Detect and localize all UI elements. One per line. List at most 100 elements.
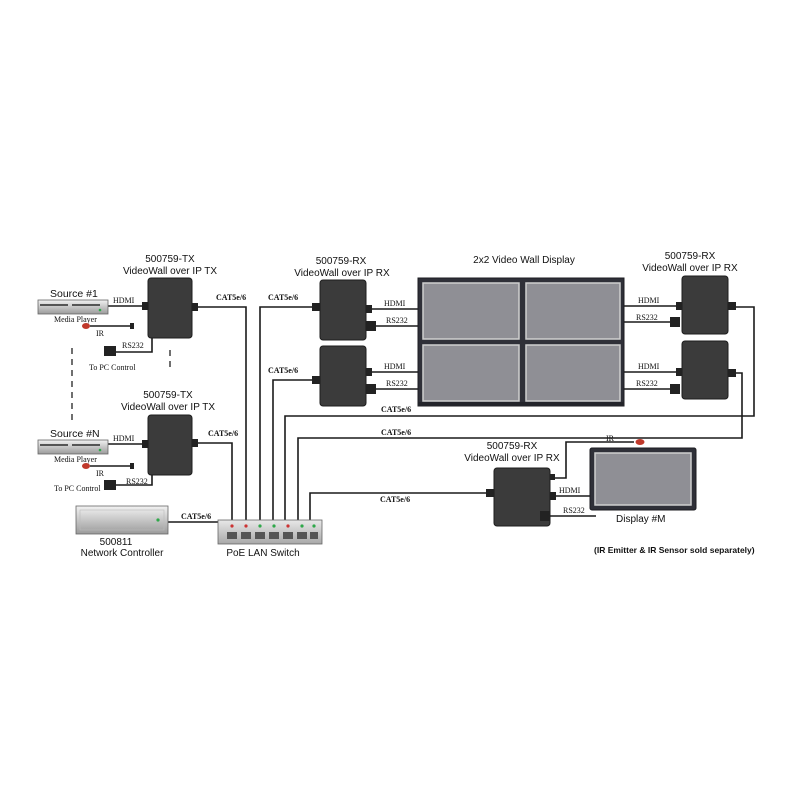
svg-text:CAT5e/6: CAT5e/6: [268, 293, 298, 302]
cable-tx1-rs232: [116, 338, 153, 353]
media-player-N: [37, 439, 109, 455]
port-icon: [192, 439, 198, 447]
svg-text:HDMI: HDMI: [384, 299, 406, 308]
video-wall-title: 2x2 Video Wall Display: [473, 255, 575, 266]
tx-N-box: [147, 414, 193, 476]
rx-2-box: [319, 345, 367, 407]
svg-text:RS232: RS232: [563, 506, 585, 515]
rx-top-model: 500759-RX: [316, 256, 367, 267]
svg-text:CAT5e/6: CAT5e/6: [208, 429, 238, 438]
port-icon: [104, 480, 116, 490]
rx-right-model: 500759-RX: [665, 251, 716, 262]
port-icon: [670, 384, 680, 394]
cable-rxm-switch: [309, 492, 494, 523]
port-icon: [728, 369, 736, 377]
port-icon: [676, 368, 682, 376]
tx-N-model: 500759-TX: [143, 390, 193, 401]
svg-text:RS232: RS232: [386, 316, 408, 325]
media-player-1: [37, 299, 109, 315]
cable-layer: [71, 305, 755, 523]
cat-label-rxm-run: CAT5e/6: [380, 495, 410, 504]
port-icon: [728, 302, 736, 310]
ir-emitter-tx1: IR: [82, 323, 105, 338]
wall-screen-3: [422, 344, 520, 402]
rx-m: 500759-RX VideoWall over IP RX HDMI RS23…: [464, 434, 645, 527]
source-1: Source #1 Media Player: [37, 288, 109, 324]
port-icon: [312, 303, 320, 311]
svg-text:To PC Control: To PC Control: [54, 484, 101, 493]
network-controller-box: [75, 505, 169, 535]
tx-N-desc: VideoWall over IP TX: [121, 402, 215, 413]
port-icon: [142, 302, 148, 310]
cat-label-upper-run: CAT5e/6: [381, 405, 411, 414]
media-player-1-label: Media Player: [54, 315, 97, 324]
tx-N: 500759-TX VideoWall over IP TX HDMI RS23…: [54, 390, 238, 493]
poe-lan-switch: PoE LAN Switch: [217, 519, 323, 559]
svg-text:HDMI: HDMI: [638, 296, 660, 305]
svg-text:RS232: RS232: [126, 477, 148, 486]
svg-text:HDMI: HDMI: [384, 362, 406, 371]
svg-text:RS232: RS232: [636, 313, 658, 322]
port-icon: [540, 511, 550, 521]
rx-right: 500759-RX VideoWall over IP RX HDMI RS23…: [636, 251, 738, 335]
port-icon: [104, 346, 116, 356]
footnote: (IR Emitter & IR Sensor sold separately): [594, 545, 755, 555]
controller-desc: Network Controller: [81, 548, 164, 559]
rx-right-2-box: [681, 340, 729, 400]
tx-1-model: 500759-TX: [145, 254, 195, 265]
media-player-N-label: Media Player: [54, 455, 97, 464]
rx-m-desc: VideoWall over IP RX: [464, 453, 560, 464]
source-N: Source #N Media Player: [37, 428, 109, 464]
cable-rx2-switch: [272, 379, 312, 523]
source-1-title: Source #1: [50, 288, 98, 300]
cable-rxm-ir: [549, 441, 634, 479]
svg-text:To PC Control: To PC Control: [89, 363, 136, 372]
rx-m-model: 500759-RX: [487, 441, 538, 452]
cable-txN-rs232: [116, 475, 153, 486]
tx-1-desc: VideoWall over IP TX: [123, 266, 217, 277]
tx-1: 500759-TX VideoWall over IP TX HDMI RS23…: [89, 254, 246, 372]
port-icon: [130, 323, 134, 329]
switch-ports: [227, 524, 318, 539]
rx-top-box: [319, 279, 367, 341]
svg-text:IR: IR: [606, 434, 615, 443]
cat-label-lower-run: CAT5e/6: [381, 428, 411, 437]
port-icon: [550, 492, 556, 500]
tx-1-box: [147, 277, 193, 339]
svg-text:CAT5e/6: CAT5e/6: [181, 512, 211, 521]
cable-tx1-switch: [198, 306, 247, 523]
svg-text:HDMI: HDMI: [113, 296, 135, 305]
wall-screen-1: [422, 282, 520, 340]
rx-top-desc: VideoWall over IP RX: [294, 268, 390, 279]
cable-rxright2-switch: [297, 372, 743, 523]
svg-text:RS232: RS232: [386, 379, 408, 388]
port-icon: [366, 384, 376, 394]
svg-text:HDMI: HDMI: [638, 362, 660, 371]
svg-text:IR: IR: [96, 329, 105, 338]
ir-emitter-icon: [82, 463, 90, 469]
port-icon: [366, 321, 376, 331]
cable-rxtop-switch: [259, 306, 312, 523]
rx-right-desc: VideoWall over IP RX: [642, 263, 738, 274]
display-m-screen: [594, 452, 692, 506]
network-controller: 500811 Network Controller CAT5e/6: [75, 505, 211, 559]
port-icon: [676, 302, 682, 310]
ir-emitter-txN: IR: [82, 463, 105, 478]
svg-text:CAT5e/6: CAT5e/6: [216, 293, 246, 302]
port-icon: [366, 305, 372, 313]
port-icon: [312, 376, 320, 384]
display-m: Display #M: [589, 447, 697, 525]
wall-screen-2: [525, 282, 621, 340]
rx-right-box: [681, 275, 729, 335]
svg-text:HDMI: HDMI: [113, 434, 135, 443]
rx-top: 500759-RX VideoWall over IP RX HDMI RS23…: [268, 256, 408, 341]
port-icon: [486, 489, 494, 497]
svg-text:RS232: RS232: [636, 379, 658, 388]
source-N-title: Source #N: [50, 428, 100, 440]
controller-model: 500811: [100, 537, 133, 548]
svg-text:IR: IR: [96, 469, 105, 478]
video-wall: 2x2 Video Wall Display: [417, 255, 625, 407]
svg-text:HDMI: HDMI: [559, 486, 581, 495]
switch-title: PoE LAN Switch: [226, 548, 299, 559]
